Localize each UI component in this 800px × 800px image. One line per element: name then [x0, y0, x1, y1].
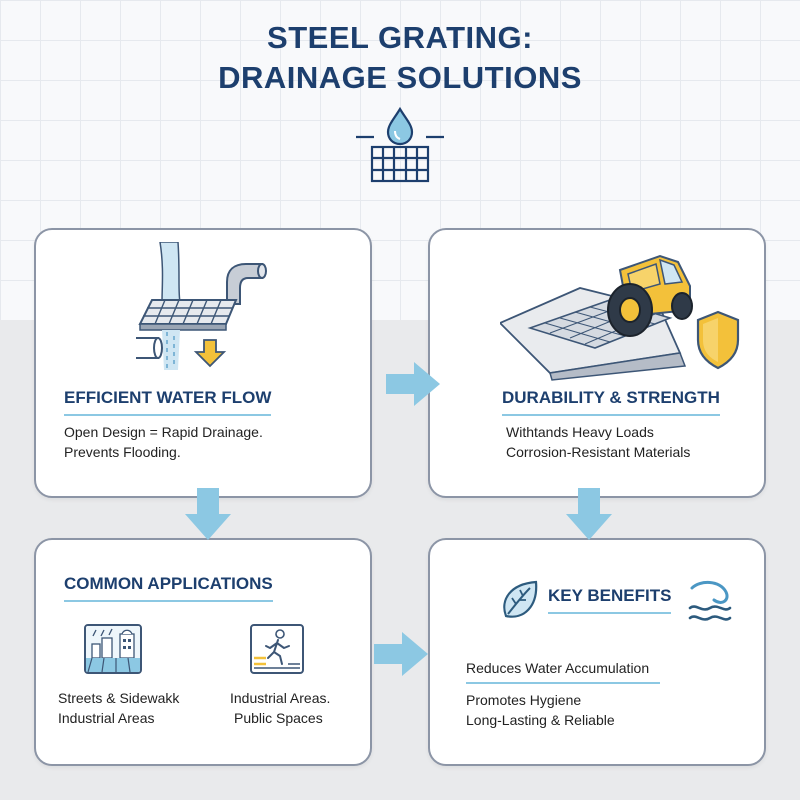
water-flow-title: EFFICIENT WATER FLOW	[64, 388, 272, 416]
applications-title: COMMON APPLICATIONS	[64, 574, 273, 602]
benefit-line-1: Reduces Water Accumulation	[466, 660, 650, 676]
benefit-line-3: Long-Lasting & Reliable	[466, 712, 615, 728]
benefit-line-2: Promotes Hygiene	[466, 692, 582, 708]
leaf-icon	[503, 580, 538, 618]
arrow-down-left	[185, 488, 231, 540]
durability-line-1: Withtands Heavy Loads	[506, 424, 654, 440]
application-2-line-1: Industrial Areas.	[230, 690, 331, 706]
water-flow-line-2: Prevents Flooding.	[64, 444, 181, 460]
durability-line-2: Corrosion-Resistant Materials	[506, 444, 691, 460]
water-drop-grate-icon	[356, 106, 444, 183]
benefits-title: KEY BENEFITS	[548, 586, 672, 614]
page-title: STEEL GRATING: DRAINAGE SOLUTIONS	[0, 18, 800, 98]
application-2-line-2: Public Spaces	[234, 710, 323, 726]
pedestrian-icon	[250, 624, 304, 674]
water-flow-card: EFFICIENT WATER FLOW Open Design = Rapid…	[34, 228, 372, 498]
durability-title: DURABILITY & STRENGTH	[502, 388, 720, 416]
title-line-2: DRAINAGE SOLUTIONS	[218, 60, 582, 95]
arrow-down-right	[566, 488, 612, 540]
arrow-right-bottom	[374, 632, 428, 676]
vehicle-on-grating-icon	[500, 254, 740, 381]
water-waves-icon	[688, 581, 732, 621]
benefits-card: KEY BENEFITS Reduces Water Accumulation …	[428, 538, 766, 766]
benefit-separator	[466, 682, 660, 684]
application-1-line-2: Industrial Areas	[58, 710, 155, 726]
application-1-line-1: Streets & Sidewakk	[58, 690, 180, 706]
pipe-grate-drain-icon	[136, 242, 267, 370]
applications-card: COMMON APPLICATIONS Streets	[34, 538, 372, 766]
arrow-right-top	[386, 362, 440, 406]
city-rain-icon	[84, 624, 142, 674]
water-flow-line-1: Open Design = Rapid Drainage.	[64, 424, 263, 440]
durability-card: DURABILITY & STRENGTH Withtands Heavy Lo…	[428, 228, 766, 498]
title-line-1: STEEL GRATING:	[267, 20, 533, 55]
